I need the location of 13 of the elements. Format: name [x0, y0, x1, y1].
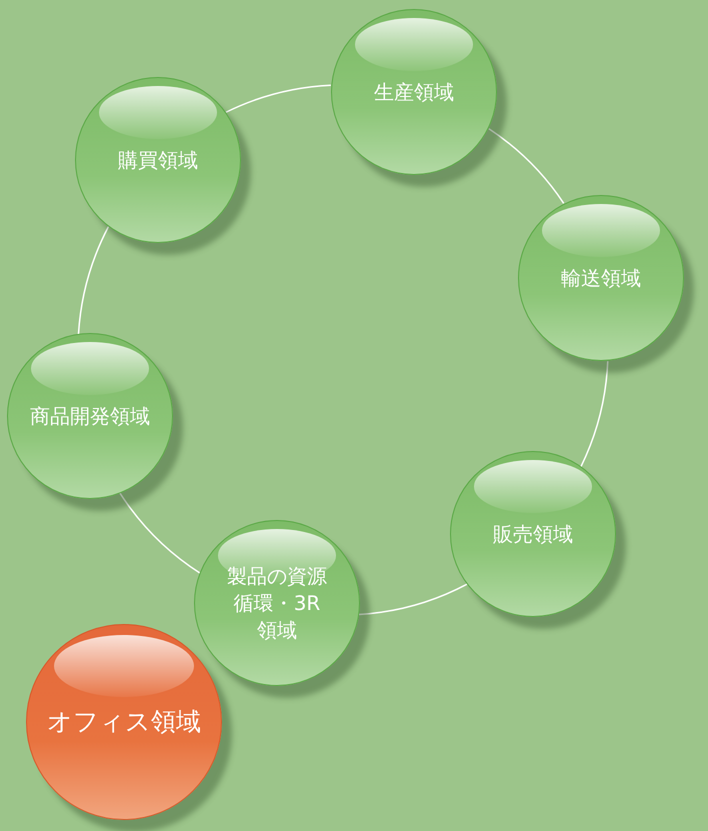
connector-arc: [580, 361, 608, 467]
node-label: 商品開発領域: [30, 402, 150, 430]
node-label: 購買領域: [118, 146, 198, 174]
node-label: 製品の資源循環・3R領域: [226, 562, 328, 644]
node-label: 輸送領域: [561, 264, 641, 292]
node-label: オフィス領域: [47, 706, 201, 738]
connector-arc: [226, 84, 331, 113]
connector-arc: [358, 584, 468, 616]
node-label: 生産領域: [374, 78, 454, 106]
connector-arc: [78, 226, 110, 334]
connector-arc: [119, 492, 200, 574]
node-label: 販売領域: [493, 520, 573, 548]
connector-arc: [488, 128, 564, 204]
